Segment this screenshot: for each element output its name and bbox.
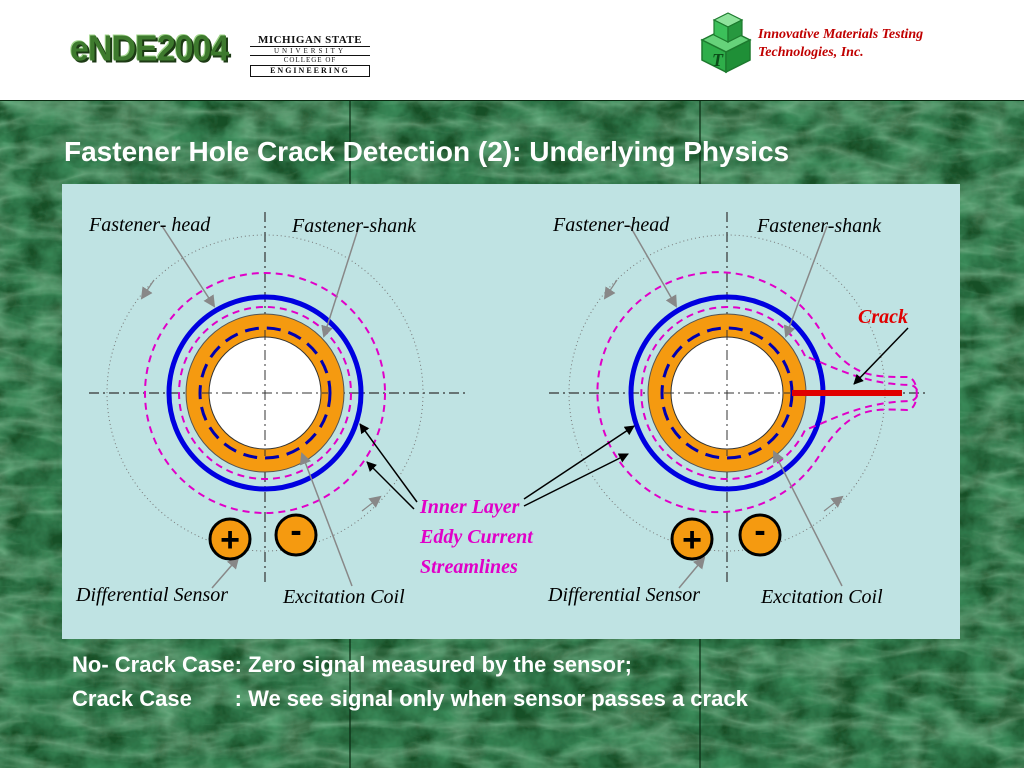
left-sensor-plus-pad (208, 517, 252, 561)
right-sensor-plus-pad (670, 517, 714, 561)
left-fastener-head-label: Fastener- head (89, 214, 211, 236)
crack-line (792, 390, 902, 396)
eddy-current-diagram: + - + (89, 212, 927, 589)
left-inner-streamline (178, 306, 352, 480)
left-outer-streamline (144, 272, 386, 514)
eddy-current-streamlines-label: Inner Layer Eddy Current Streamlines (420, 492, 533, 582)
right-fastener-shank-label: Fastener-shank (757, 215, 882, 237)
left-coil-pointer (299, 452, 353, 587)
left-field-arrow-top (140, 279, 155, 300)
right-excitation-coil-label: Excitation Coil (761, 586, 883, 608)
right-crack-diagram: + - (549, 212, 927, 589)
left-plus-sign: + (220, 521, 240, 559)
left-excitation-coil-label: Excitation Coil (283, 586, 405, 608)
crack-label: Crack (858, 306, 908, 328)
right-field-arrow-top (603, 279, 618, 300)
svg-text:T: T (712, 50, 724, 70)
diagram-panel: + - + (62, 184, 960, 639)
crack-pointer (853, 327, 909, 385)
imt-cube-logo-icon: T (700, 12, 752, 74)
right-sensor-minus-pad (738, 513, 782, 557)
left-field-arrow-bottom (361, 495, 382, 512)
streamline-pointer-left-inner (359, 423, 418, 503)
left-excitation-coil (166, 294, 364, 492)
left-differential-sensor-label: Differential Sensor (76, 584, 229, 606)
slide-title: Fastener Hole Crack Detection (2): Under… (64, 136, 790, 167)
left-sensor-minus-pad (274, 513, 318, 557)
right-coil-pointer (773, 450, 843, 587)
ende2004-logo: eNDE2004 (70, 29, 229, 69)
right-outer-streamline (596, 271, 918, 514)
msu-logo-line3: COLLEGE OF (283, 56, 337, 64)
right-inner-streamline (640, 306, 919, 480)
left-sensor-pointer (211, 556, 240, 589)
msu-logo-line2: UNIVERSITY (250, 46, 370, 56)
streamlines-label-line3: Streamlines (420, 556, 518, 578)
right-differential-sensor-label: Differential Sensor (548, 584, 701, 606)
company-name-line1: Innovative Materials Testing (758, 27, 924, 42)
streamlines-label-line1: Inner Layer (420, 496, 520, 518)
left-minus-sign: - (290, 512, 301, 550)
left-no-crack-diagram: + - (89, 212, 467, 589)
no-crack-note: No- Crack Case: Zero signal measured by … (72, 652, 632, 677)
left-fastener-shank-label: Fastener-shank (292, 215, 417, 237)
right-sensor-pointer (678, 556, 706, 589)
streamline-pointer-right-inner (523, 425, 635, 500)
company-name-line2: Technologies, Inc. (758, 45, 864, 60)
right-minus-sign: - (754, 512, 765, 550)
right-plus-sign: + (682, 521, 702, 559)
right-fastener-head-label: Fastener-head (553, 214, 670, 236)
left-head-pointer (161, 225, 216, 308)
right-field-arrow-bottom (823, 495, 844, 512)
streamlines-label-line2: Eddy Current (420, 526, 533, 548)
streamline-pointer-left-outer (366, 461, 415, 510)
msu-logo-line1: MICHIGAN STATE (257, 34, 363, 46)
right-head-pointer (629, 225, 677, 308)
company-name: Innovative Materials Testing Technologie… (758, 26, 923, 62)
header-bar: eNDE2004 MICHIGAN STATE UNIVERSITY COLLE… (0, 0, 1024, 100)
left-shank-current (198, 326, 332, 460)
right-shank-pointer (783, 225, 828, 338)
crack-note: Crack Case : We see signal only when sen… (72, 686, 748, 711)
msu-engineering-logo: MICHIGAN STATE UNIVERSITY COLLEGE OF ENG… (250, 34, 370, 77)
left-shank-pointer (321, 225, 360, 338)
streamline-pointer-right-outer (523, 453, 629, 507)
msu-logo-line4: ENGINEERING (250, 65, 370, 77)
